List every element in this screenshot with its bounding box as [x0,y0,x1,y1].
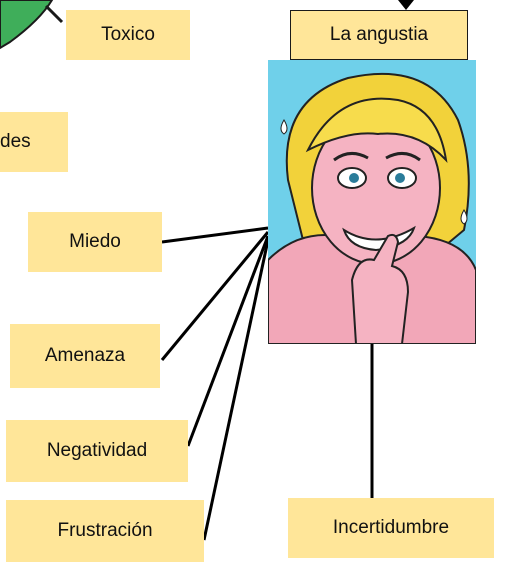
node-title-la-angustia: La angustia [290,10,468,60]
cartoon-illustration [268,60,476,344]
node-partial-left: des [0,112,68,172]
node-toxico: Toxico [66,10,190,60]
node-amenaza: Amenaza [10,324,160,388]
negatividad-line [186,235,270,447]
amenaza-line [160,231,270,361]
toxico-connector [44,4,64,24]
miedo-line [161,226,269,244]
node-negatividad: Negatividad [6,420,188,482]
node-miedo: Miedo [28,212,162,272]
node-incertidumbre: Incertidumbre [288,498,494,558]
anxious-woman-image [268,60,476,344]
node-frustracion: Frustración [6,500,204,562]
green-arrow-fragment [0,0,54,50]
frustracion-line [202,239,270,541]
arrowhead [398,0,414,10]
